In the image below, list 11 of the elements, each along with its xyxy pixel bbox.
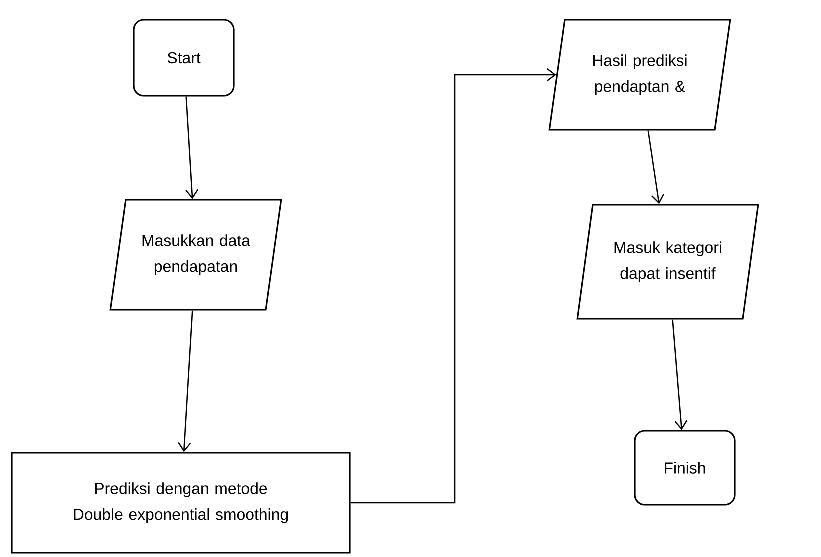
arrow: [186, 96, 199, 200]
terminal-box: Finish: [634, 430, 736, 506]
arrow: [648, 130, 664, 204]
input-output-parallelogram: Masukkan data pendapatan: [110, 199, 282, 311]
terminal-box: Start: [133, 19, 235, 97]
arrow: [350, 68, 556, 504]
input-output-parallelogram: Hasil prediksi pendaptan &: [548, 19, 732, 131]
arrow: [178, 310, 194, 452]
arrow: [672, 320, 688, 430]
process-box: Prediksi dengan metode Double exponential smoothing: [11, 452, 351, 554]
input-output-parallelogram: Masuk kategori dapat insentif: [576, 204, 760, 320]
